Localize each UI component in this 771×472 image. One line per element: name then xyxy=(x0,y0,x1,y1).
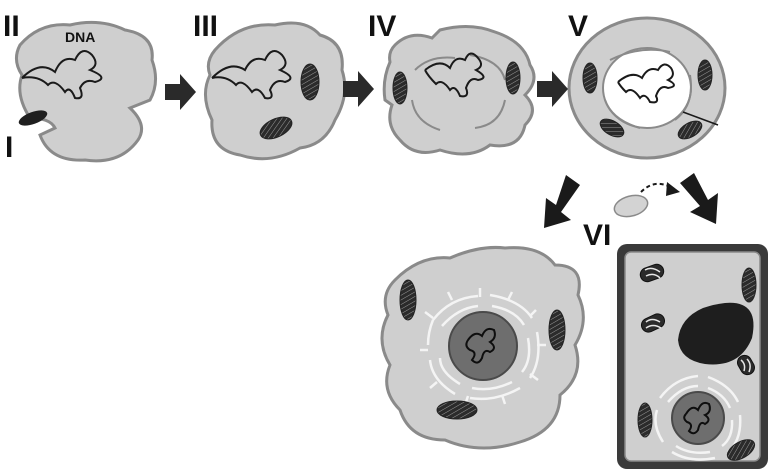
organelle-stage-vi xyxy=(612,192,650,220)
nucleus xyxy=(672,392,724,444)
arrow-right-icon xyxy=(165,74,196,110)
mitochondrion xyxy=(301,64,319,100)
mitochondrion xyxy=(638,403,652,437)
mitochondrion xyxy=(437,401,477,419)
nucleus xyxy=(449,312,517,380)
dna-label: DNA xyxy=(65,29,95,45)
cell-stage-iii xyxy=(205,23,344,159)
stage-label-i: I xyxy=(5,131,13,164)
mitochondrion xyxy=(698,60,712,90)
stage-label-iii: III xyxy=(193,10,218,43)
mitochondrion xyxy=(549,310,565,350)
arrow-right-icon xyxy=(537,71,568,107)
stage-label-v: V xyxy=(568,10,588,43)
arrow-right-icon xyxy=(343,71,374,107)
cell-stage-ii: DNA xyxy=(16,22,155,160)
mitochondrion xyxy=(583,63,597,93)
arrow-down-right-icon xyxy=(680,173,718,224)
plant-cell xyxy=(617,244,768,469)
arrow-down-left-icon xyxy=(544,175,580,228)
mitochondrion xyxy=(400,280,416,320)
animal-cell xyxy=(382,247,583,448)
cell-stage-iv xyxy=(384,26,534,154)
mitochondrion xyxy=(393,72,407,104)
mitochondrion xyxy=(506,62,520,94)
stage-label-ii: II xyxy=(3,10,20,43)
cell-stage-v xyxy=(569,18,725,158)
stage-label-iv: IV xyxy=(368,10,396,43)
stage-label-vi: VI xyxy=(583,219,611,252)
mitochondrion xyxy=(742,268,756,302)
